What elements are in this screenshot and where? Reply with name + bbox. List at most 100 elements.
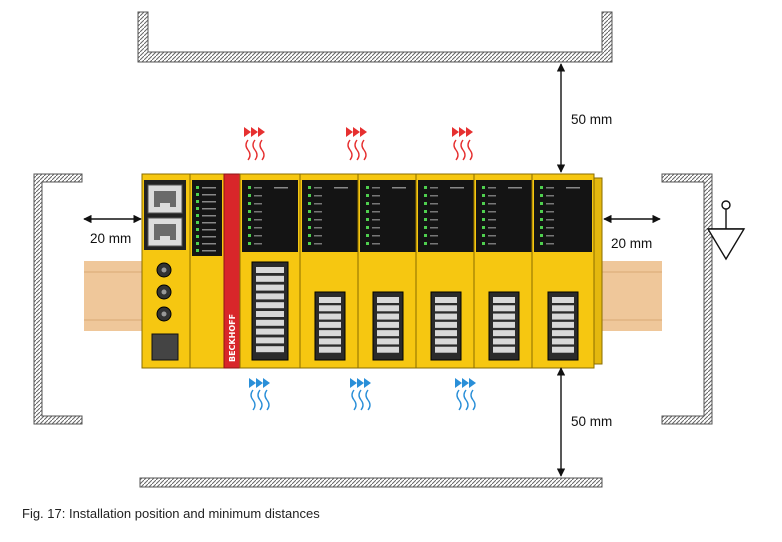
flow-wave [264, 389, 270, 411]
io-led-label [254, 235, 262, 237]
io-led [248, 242, 251, 245]
coupler-supply-terminal [151, 333, 179, 361]
flow-wave [460, 139, 466, 161]
status-led-label [202, 208, 216, 210]
io-led-label [488, 195, 496, 197]
io-led [424, 234, 427, 237]
flow-wave [347, 139, 353, 161]
flow-wave [259, 139, 265, 161]
connector-slot [493, 338, 515, 345]
io-led-label [314, 187, 322, 189]
connector-slot [377, 346, 399, 353]
io-led-panel [418, 180, 474, 252]
connector-slot [319, 346, 341, 353]
io-led [366, 218, 369, 221]
cooling-flow-icon [249, 378, 270, 411]
flow-chevron [256, 378, 263, 388]
io-led-label [254, 203, 262, 205]
flow-chevron [263, 378, 270, 388]
top-wall [137, 11, 613, 63]
io-led-label [314, 195, 322, 197]
io-led-label [372, 219, 380, 221]
status-led [196, 200, 199, 203]
io-terminal [357, 173, 419, 369]
io-led [540, 186, 543, 189]
flow-wave [361, 139, 367, 161]
io-led-label [314, 211, 322, 213]
flow-wave [456, 389, 462, 411]
connector-slot [256, 293, 284, 300]
io-led [308, 202, 311, 205]
connector-slot [319, 321, 341, 328]
connector-slot [256, 275, 284, 282]
connector-slot [435, 313, 457, 320]
connector-slot [256, 267, 284, 273]
rotary-switch-icon [156, 262, 172, 278]
flow-wave [463, 389, 469, 411]
io-led [366, 226, 369, 229]
io-led-label [488, 227, 496, 229]
io-led [366, 242, 369, 245]
io-led-label [430, 219, 438, 221]
io-led-label [488, 203, 496, 205]
io-led-label [430, 195, 438, 197]
io-led [366, 210, 369, 213]
status-led [196, 186, 199, 189]
connector-slot [493, 346, 515, 353]
io-header-label [334, 187, 348, 189]
io-led [308, 186, 311, 189]
connector-slot [435, 305, 457, 312]
flow-chevron [469, 378, 476, 388]
io-led-label [254, 211, 262, 213]
io-led [308, 242, 311, 245]
io-led-panel [476, 180, 532, 252]
connector-slot [319, 305, 341, 312]
connector-slot [319, 330, 341, 337]
flow-wave [250, 389, 256, 411]
io-led-label [430, 211, 438, 213]
brand-strip: BECKHOFF [223, 173, 241, 369]
heat-flow-icon [244, 127, 265, 161]
connector-slot [377, 321, 399, 328]
connector-slot [256, 346, 284, 353]
ethernet-port-icon [147, 217, 183, 247]
io-led [540, 234, 543, 237]
flow-wave [351, 389, 357, 411]
io-led [308, 234, 311, 237]
end-cap [593, 177, 603, 365]
io-led-label [546, 235, 554, 237]
flow-wave [252, 139, 258, 161]
io-led-label [488, 219, 496, 221]
io-terminal [239, 173, 301, 369]
io-terminal [415, 173, 477, 369]
io-terminal [299, 173, 361, 369]
connector-slot [377, 313, 399, 320]
io-led [308, 218, 311, 221]
io-led [482, 202, 485, 205]
connector-slot [493, 305, 515, 312]
connector-slot [435, 338, 457, 345]
connector-slot [319, 338, 341, 345]
connector-slot [319, 313, 341, 320]
io-led [248, 218, 251, 221]
io-led [308, 194, 311, 197]
io-led [482, 234, 485, 237]
connector-slot [377, 297, 399, 303]
connector-slot [552, 330, 574, 337]
flow-wave [365, 389, 371, 411]
left-distance-label: 20 mm [90, 231, 132, 246]
flow-chevron [459, 127, 466, 137]
io-led [540, 242, 543, 245]
io-led [366, 234, 369, 237]
io-led [540, 218, 543, 221]
top-distance-label: 50 mm [571, 112, 613, 127]
io-led-label [546, 243, 554, 245]
flow-chevron [353, 127, 360, 137]
io-led [424, 210, 427, 213]
status-led-label [202, 201, 216, 203]
io-led-label [314, 235, 322, 237]
io-led [248, 202, 251, 205]
flow-wave [257, 389, 263, 411]
io-led-label [546, 211, 554, 213]
io-led [248, 186, 251, 189]
